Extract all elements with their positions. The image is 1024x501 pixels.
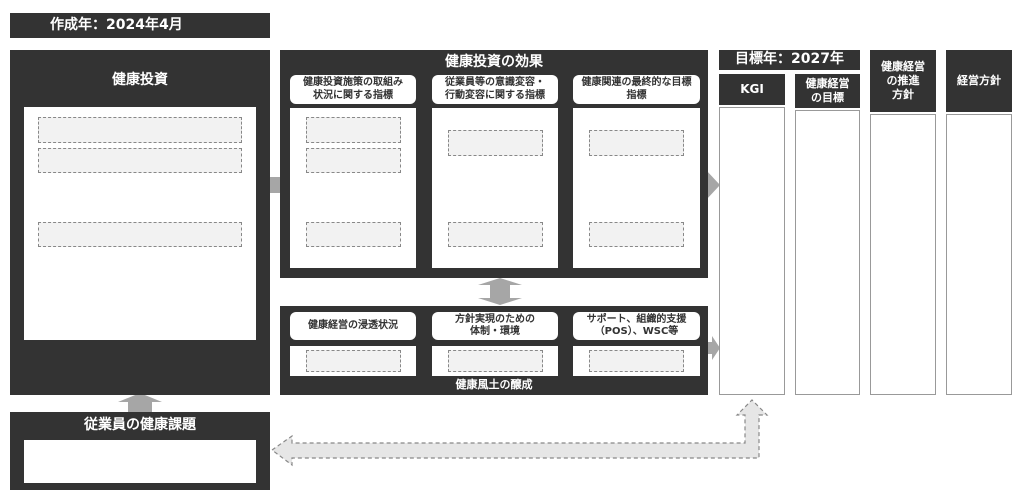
placeholder-box [38,148,242,173]
health-investment-title: 健康投資 [112,72,168,89]
employee-issues-body [24,440,256,483]
culture-panel: 健康経営の浸透状況 方針実現のための 体制・環境 サポート、組織的支援 （POS… [280,306,708,395]
culture-column-body [573,346,700,376]
created-year-label: 作成年：2024年4月 [10,13,270,38]
effects-column-body [290,108,416,268]
culture-to-kgi-arrow [708,336,720,360]
placeholder-box [38,222,242,247]
placeholder-box [306,222,401,247]
placeholder-box [38,117,242,143]
placeholder-box [448,130,543,156]
health-investment-body [24,107,256,340]
placeholder-box [448,222,543,247]
placeholder-box [306,148,401,173]
placeholder-box [306,117,401,143]
effects-column-header: 健康投資施策の取組み 状況に関する指標 [290,75,416,104]
double-vertical-arrow [478,278,522,305]
culture-title: 健康風土の醸成 [455,378,533,392]
up-arrow [118,393,162,412]
culture-column-header: 健康経営の浸透状況 [290,312,416,340]
employee-issues-panel: 従業員の健康課題 [10,412,270,490]
promotion-policy-header: 健康経営 の推進 方針 [870,50,936,112]
management-goal-header: 健康経営 の目標 [795,74,860,108]
placeholder-box [589,350,684,372]
employee-issues-title: 従業員の健康課題 [84,417,196,434]
culture-column-body [290,346,416,376]
placeholder-box [448,350,543,372]
effects-title: 健康投資の効果 [445,54,543,71]
promotion-policy-column [870,114,936,395]
placeholder-box [306,350,401,372]
placeholder-box [589,222,684,247]
kgi-header: KGI [719,74,785,105]
culture-column-header: 方針実現のための 体制・環境 [432,312,558,340]
management-policy-header: 経営方針 [946,50,1012,112]
effects-column-header: 従業員等の意識変容・ 行動変容に関する指標 [432,75,558,104]
kgi-column [719,107,785,395]
feedback-double-arrow [270,399,769,467]
target-year-label: 目標年：2027年 [719,50,860,70]
placeholder-box [589,130,684,156]
management-policy-column [946,114,1012,395]
effects-column-header: 健康関連の最終的な目標 指標 [573,75,700,104]
effects-column-body [573,108,700,268]
effects-column-body [432,108,558,268]
effects-panel: 健康投資の効果 健康投資施策の取組み 状況に関する指標 従業員等の意識変容・ 行… [280,50,708,278]
health-investment-panel: 健康投資 [10,50,270,395]
management-goal-column [795,110,860,395]
culture-column-body [432,346,558,376]
culture-column-header: サポート、組織的支援 （POS）、WSC等 [573,312,700,340]
